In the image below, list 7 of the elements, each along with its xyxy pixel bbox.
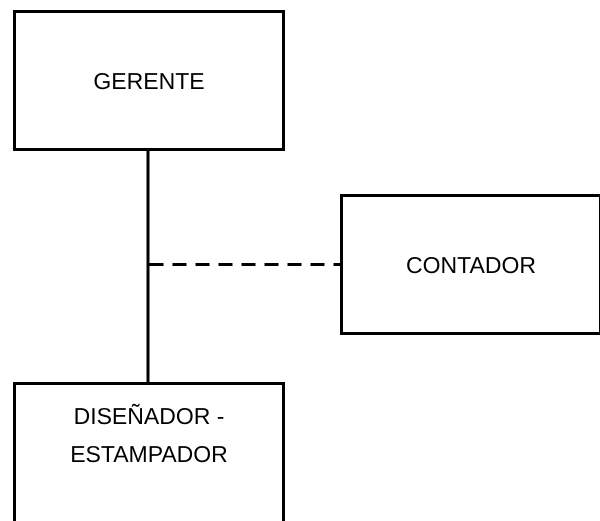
org-box <box>13 382 285 521</box>
connector-line <box>146 151 340 266</box>
role-label: DISEÑADOR - ESTAMPADOR <box>70 402 228 469</box>
org-box <box>13 10 285 151</box>
role-label: GERENTE <box>93 66 205 96</box>
role-label: CONTADOR <box>406 250 536 280</box>
org-box <box>340 194 600 335</box>
